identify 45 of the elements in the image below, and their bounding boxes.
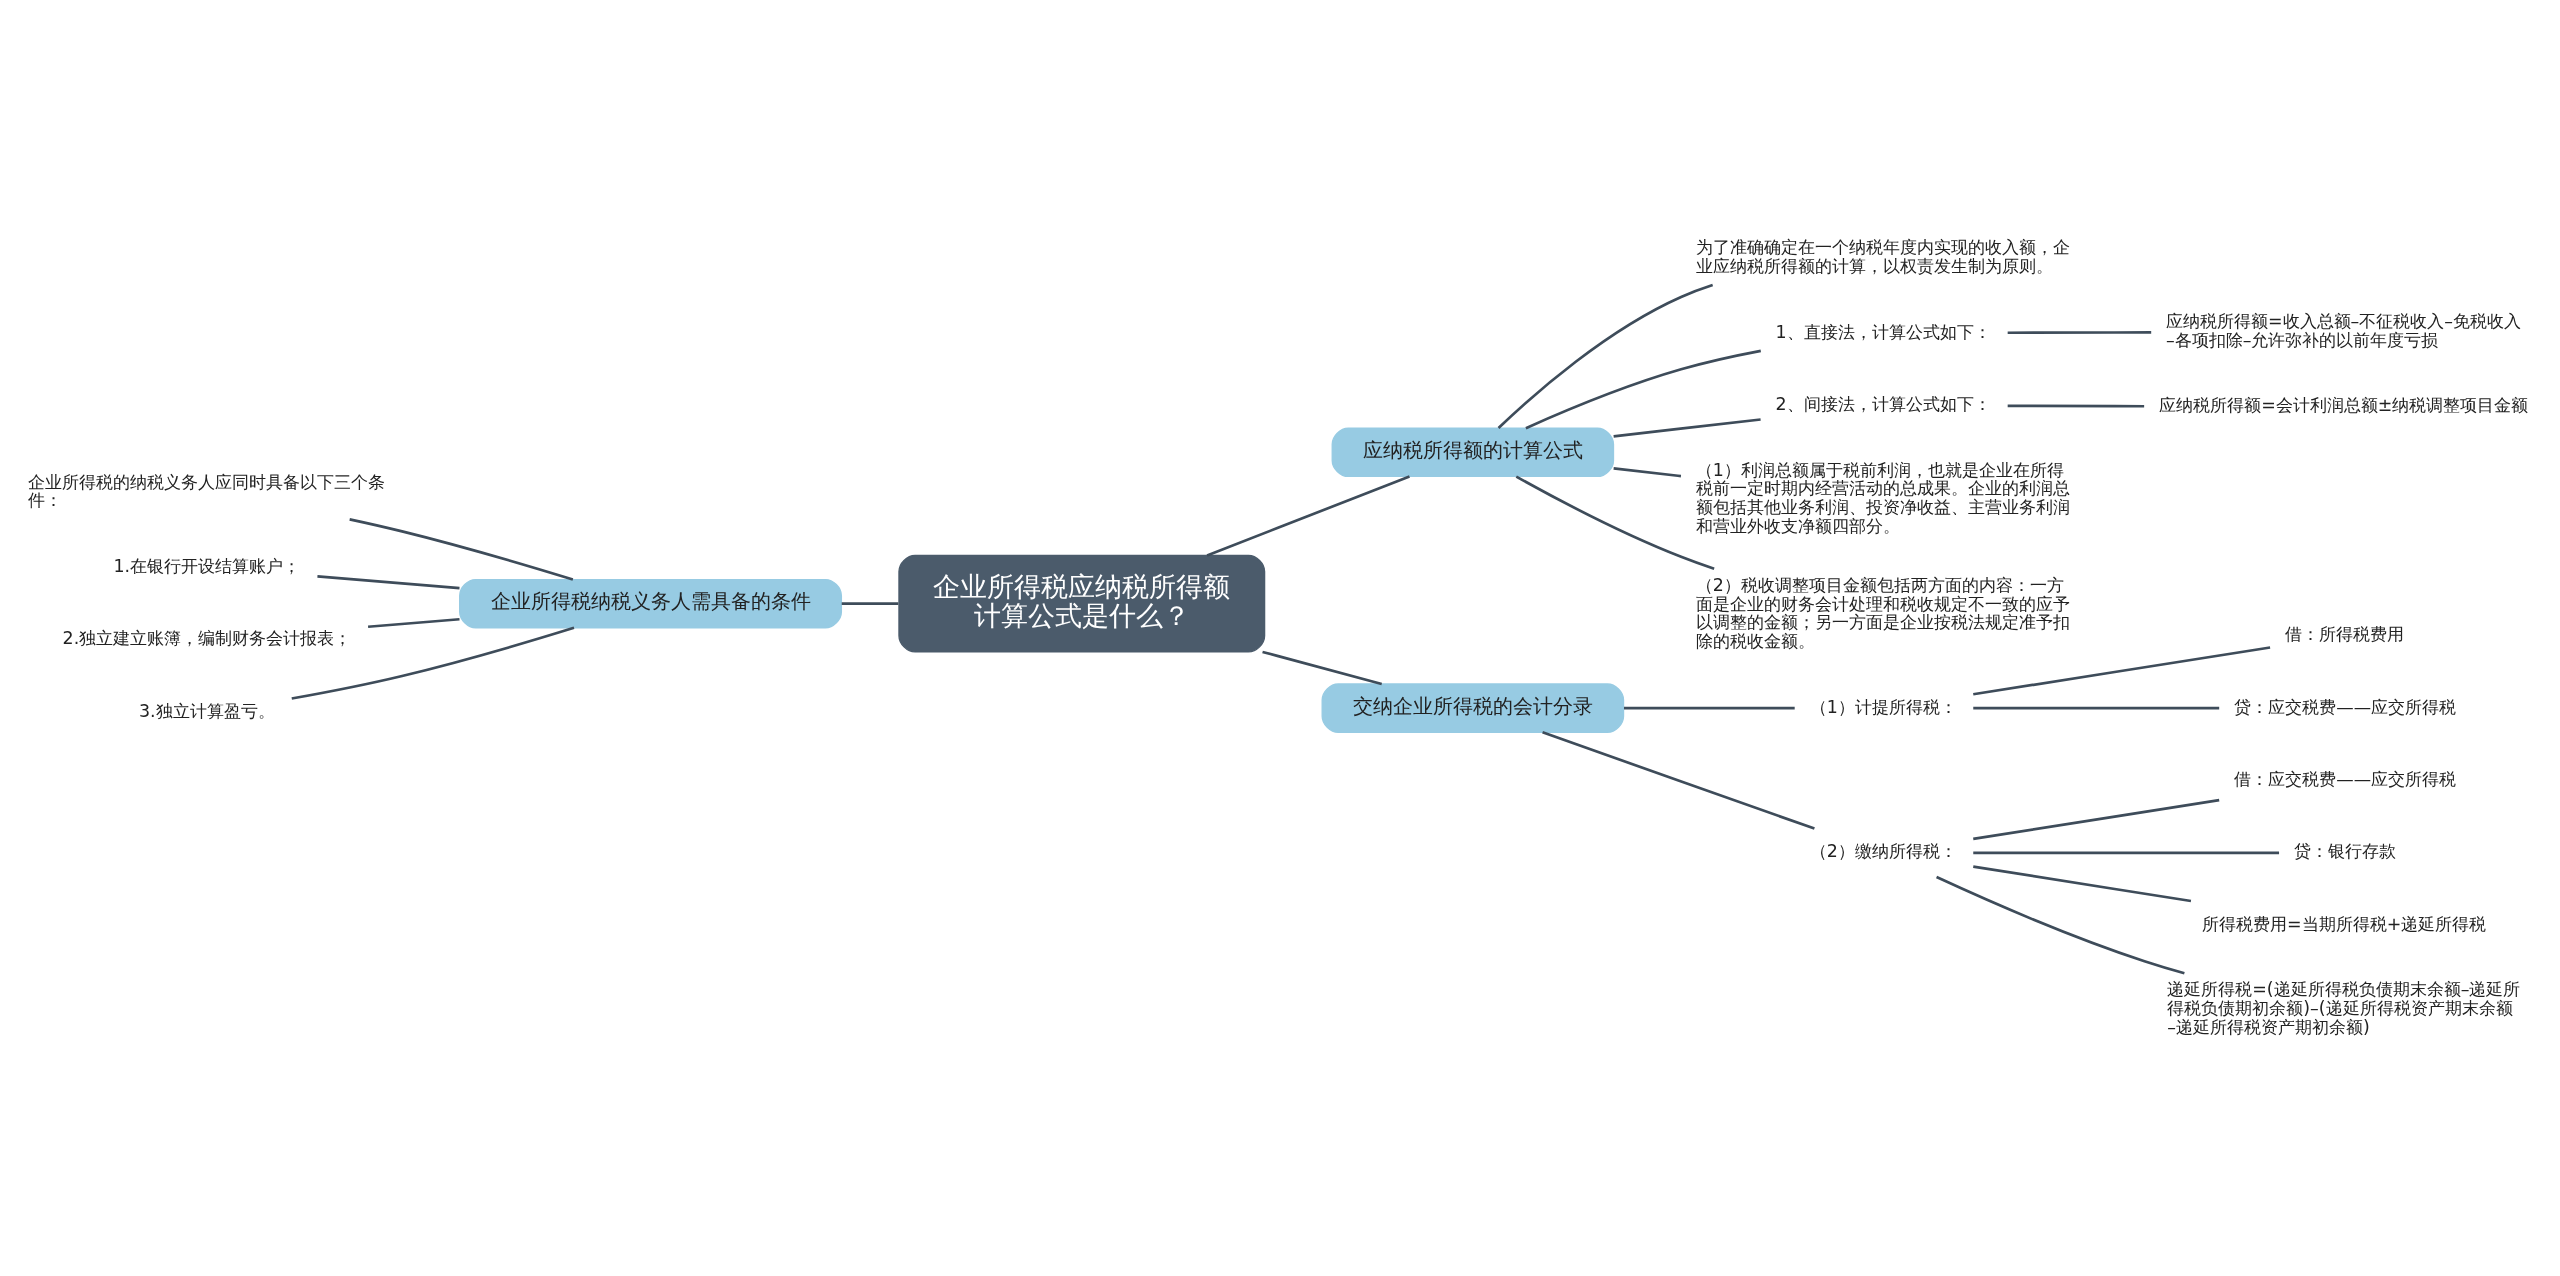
connector <box>1613 417 1761 438</box>
connector <box>1525 349 1762 429</box>
connector <box>1613 466 1682 477</box>
connector <box>1624 706 1795 709</box>
connector <box>367 617 460 628</box>
connector <box>1497 283 1714 429</box>
node-text: 借：应交税费——应交所得税 <box>2234 768 2457 789</box>
connector <box>1973 645 2271 696</box>
node-text: 3.独立计算盈亏。 <box>138 700 275 721</box>
node-text: 应纳税所得额=会计利润总额±纳税调整项目金额 <box>2159 394 2529 415</box>
node-text: 借：所得税费用 <box>2285 623 2405 644</box>
node-text: 1、直接法，计算公式如下： <box>1775 321 1991 342</box>
connector <box>1542 730 1815 830</box>
node-text: 企业所得税的纳税义务人应同时具备以下三个条件： <box>28 471 386 510</box>
node-text: 递延所得税=(递延所得税负债期末余额–递延所得税负债期初余额)–(递延所得税资产期末余额–递延所得税资产期初余额) <box>2167 978 2521 1037</box>
connector <box>317 574 460 589</box>
node-box: 企业所得税应纳税所得额计算公式是什么？ <box>898 554 1266 653</box>
node-text: （1）利润总额属于税前利润，也就是企业在所得税前一定时期内经营活动的总成果。企业的利润总额包括其他业务利润、投资净收益、主营业务利润和营业外收支净额四部分。 <box>1695 459 2070 536</box>
node-text: 应纳税所得额=收入总额–不征税收入–免税收入–各项扣除–允许弥补的以前年度亏损 <box>2165 310 2521 350</box>
node-text: （1）计提所得税： <box>1809 696 1957 717</box>
connector <box>1206 474 1410 557</box>
node-text: 为了准确确定在一个纳税年度内实现的收入额，企业应纳税所得额的计算，以权责发生制为原则。 <box>1695 236 2070 276</box>
node-text: 1.在银行开设结算账户； <box>113 555 301 576</box>
connector <box>841 601 899 605</box>
node-box: 应纳税所得额的计算公式 <box>1331 427 1615 477</box>
connector <box>2007 404 2145 408</box>
connector <box>1973 850 2280 854</box>
connector <box>1262 650 1383 685</box>
connector <box>349 517 574 581</box>
node-text: 2.独立建立账簿，编制财务会计报表； <box>62 627 352 648</box>
connector <box>291 626 575 700</box>
node-text: （2）税收调整项目金额包括两方面的内容：一方面是企业的财务会计处理和税收规定不一致的应予以调整的金额；另一方面是企业按税法规定准予扣除的税收金额。 <box>1695 574 2070 651</box>
connector <box>1936 875 2185 975</box>
node-box: 企业所得税纳税义务人需具备的条件 <box>459 578 843 628</box>
connector <box>2007 330 2152 334</box>
connector <box>1973 864 2192 902</box>
node-text: 2、间接法，计算公式如下： <box>1775 393 1991 414</box>
node-text: 所得税费用=当期所得税+递延所得税 <box>2202 913 2487 934</box>
connector <box>1973 798 2220 840</box>
node-text: 贷：应交税费——应交所得税 <box>2234 696 2457 717</box>
node-text: 贷：银行存款 <box>2293 840 2396 861</box>
node-text: （2）缴纳所得税： <box>1809 840 1957 861</box>
connector <box>1515 474 1715 570</box>
connector <box>1973 706 2220 709</box>
node-box: 交纳企业所得税的会计分录 <box>1321 682 1625 733</box>
